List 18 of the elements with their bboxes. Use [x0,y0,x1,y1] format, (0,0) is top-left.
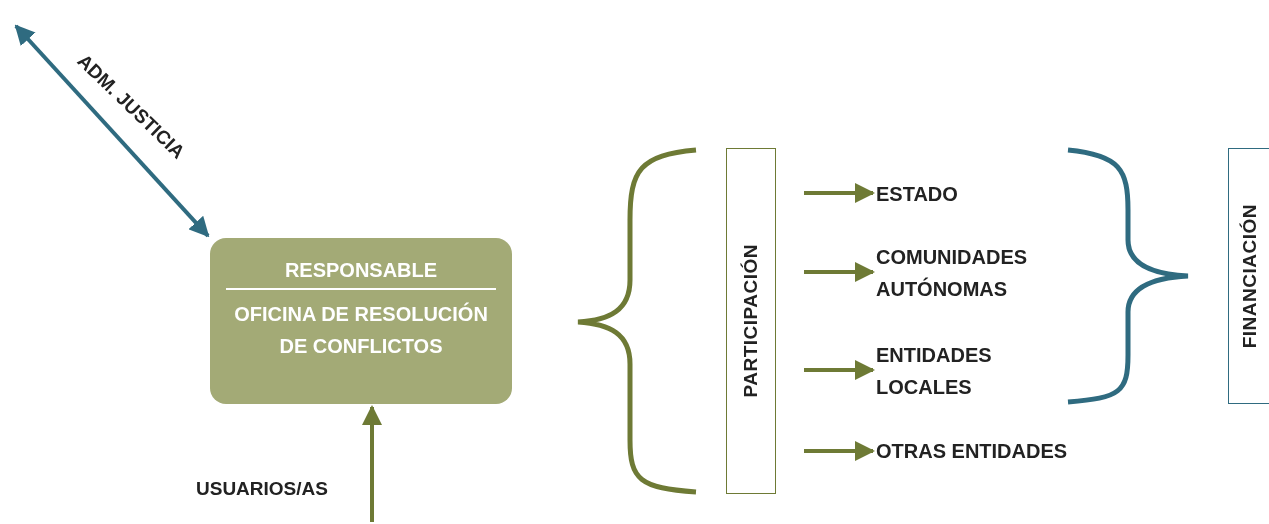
office-card [210,238,512,404]
arrow [804,360,875,380]
card-body: OFICINA DE RESOLUCIÓN DE CONFLICTOS [233,301,489,359]
arrow [804,262,875,282]
arrow [362,405,382,522]
category-label: FINANCIACIÓN [1239,203,1261,349]
arrow [804,441,875,461]
entity-text: COMUNIDADES AUTÓNOMAS [876,241,1066,305]
entity-text: ESTADO [876,178,1136,210]
card-heading: RESPONSABLE [284,258,438,283]
arrow [804,183,875,203]
category-box [1228,148,1269,404]
edge-label: USUARIOS/AS [196,478,328,500]
arrow [14,24,210,238]
entity-text: OTRAS ENTIDADES [876,435,1136,467]
entity-text: ENTIDADES LOCALES [876,339,1066,403]
category-label: PARTICIPACIÓN [740,244,762,398]
category-box [726,148,776,494]
